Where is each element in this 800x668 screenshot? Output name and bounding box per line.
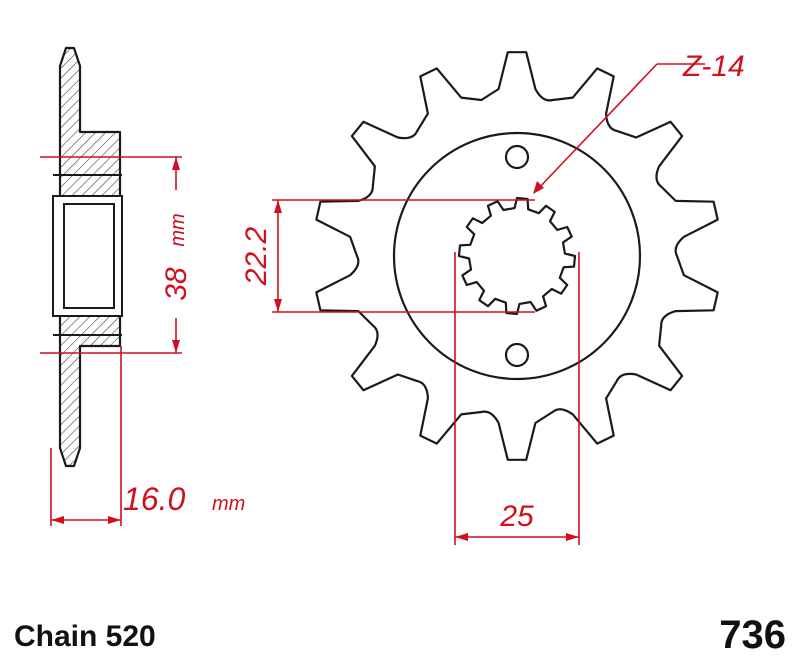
hub-dimension-value: 38 — [160, 267, 193, 301]
mounting-hole-top — [504, 144, 530, 170]
dimension-spline-outer: 25 — [454, 252, 580, 545]
width-dimension-value: 16.0 — [123, 481, 185, 517]
side-section-view — [52, 46, 123, 468]
section-bore-inner — [63, 203, 115, 309]
chain-label: Chain 520 — [14, 620, 156, 653]
hub-dimension-unit: mm — [167, 213, 189, 246]
width-dimension-unit: mm — [212, 493, 245, 515]
mounting-hole-bottom — [504, 342, 530, 368]
spline-inner-value: 22.2 — [240, 226, 273, 286]
dimension-width: 16.0 mm — [50, 346, 245, 526]
spline-outer-value: 25 — [499, 500, 534, 533]
sprocket-front-view — [315, 51, 719, 461]
sprocket-hub-circle — [392, 131, 642, 381]
dimension-spline-inner: 22.2 — [240, 199, 535, 313]
part-number: 736 — [719, 613, 786, 657]
tooth-count-leader: Z-14 — [533, 50, 745, 194]
spline-bore-outline — [457, 196, 577, 316]
dimension-hub: 38 mm — [40, 156, 193, 354]
sprocket-teeth-outline — [315, 51, 719, 461]
tooth-count-label: Z-14 — [682, 50, 745, 83]
